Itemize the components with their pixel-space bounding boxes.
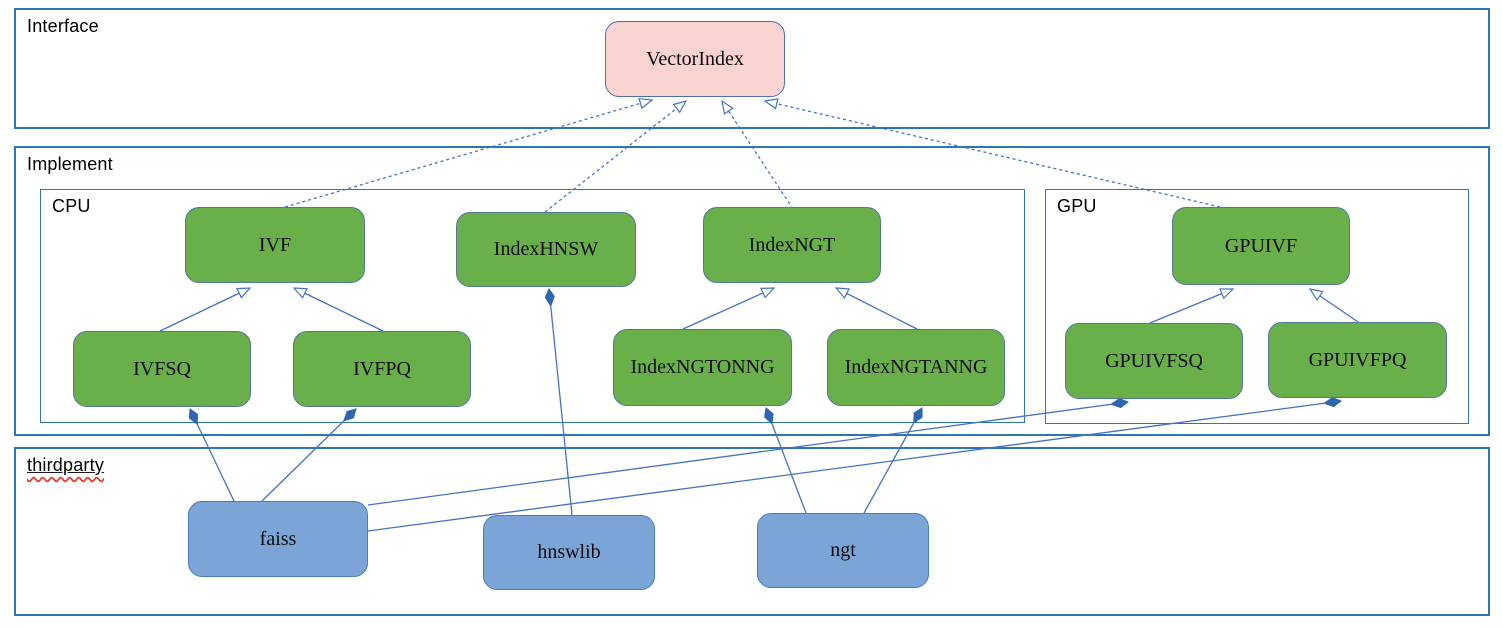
edge-faiss-ivfpq [261, 409, 356, 502]
node-indexhnsw: IndexHNSW [456, 212, 636, 287]
node-gpuivfsq-label: GPUIVFSQ [1105, 349, 1203, 372]
node-faiss-label: faiss [259, 527, 297, 550]
edge-faiss-gpuivfsq [367, 402, 1128, 506]
node-ivfpq: IVFPQ [293, 331, 471, 407]
node-ngt-label: ngt [830, 539, 856, 561]
edge-gpuivfsq-gpuivf [1149, 289, 1233, 324]
container-thirdparty-label-text: thirdparty [27, 455, 105, 475]
node-hnswlib: hnswlib [483, 515, 655, 590]
container-implement-label: Implement [27, 154, 113, 174]
container-interface: Interface [14, 8, 1490, 129]
edge-hnswlib-indexhnsw [549, 289, 573, 516]
container-gpu-label: GPU [1057, 196, 1097, 216]
node-ivfsq: IVFSQ [73, 331, 251, 407]
node-faiss: faiss [188, 501, 368, 577]
node-ngt: ngt [757, 513, 929, 588]
node-gpuivf-label: GPUIVF [1224, 234, 1298, 257]
node-indexngtanng: IndexNGTANNG [827, 329, 1005, 406]
container-thirdparty-label: thirdparty [27, 455, 104, 476]
node-indexngtonng: IndexNGTONNG [613, 329, 792, 406]
container-thirdparty: thirdparty [14, 447, 1490, 616]
node-ivfpq-label: IVFPQ [353, 357, 411, 380]
edge-ivfsq-ivf [159, 288, 250, 332]
edge-gpuivf-vectorindex [765, 101, 1221, 208]
container-cpu: CPU [40, 189, 1025, 423]
node-indexngt-label: IndexNGT [748, 233, 836, 256]
edge-indexngtanng-indexngt [836, 288, 918, 330]
node-indexhnsw-label: IndexHNSW [493, 238, 599, 260]
edge-ivf-vectorindex [284, 100, 652, 208]
edge-indexngt-vectorindex [722, 101, 794, 210]
node-ivfsq-label: IVFSQ [133, 357, 191, 380]
container-cpu-label: CPU [52, 196, 91, 216]
node-hnswlib-label: hnswlib [537, 541, 601, 563]
edge-faiss-gpuivfpq [367, 401, 1341, 532]
node-indexngtanng-label: IndexNGTANNG [844, 356, 988, 378]
node-ivf: IVF [185, 207, 365, 283]
container-gpu: GPU [1045, 189, 1469, 424]
node-gpuivfsq: GPUIVFSQ [1065, 323, 1243, 399]
node-gpuivf: GPUIVF [1172, 207, 1350, 285]
node-indexngt: IndexNGT [703, 207, 881, 283]
node-gpuivfpq-label: GPUIVFPQ [1308, 348, 1407, 371]
edge-ivfpq-ivf [294, 288, 384, 332]
edge-indexngtonng-indexngt [682, 288, 774, 330]
node-vectorindex-label: VectorIndex [646, 47, 744, 70]
node-ivf-label: IVF [258, 233, 292, 256]
edge-indexhnsw-vectorindex [544, 101, 686, 213]
edge-faiss-ivfsq [190, 409, 235, 502]
edge-gpuivfpq-gpuivf [1310, 289, 1359, 323]
node-gpuivfpq: GPUIVFPQ [1268, 322, 1447, 398]
node-indexngtonng-label: IndexNGTONNG [630, 356, 775, 378]
node-vectorindex: VectorIndex [605, 21, 785, 97]
edge-ngt-indexngtonng [766, 408, 807, 514]
container-interface-label: Interface [27, 16, 99, 36]
